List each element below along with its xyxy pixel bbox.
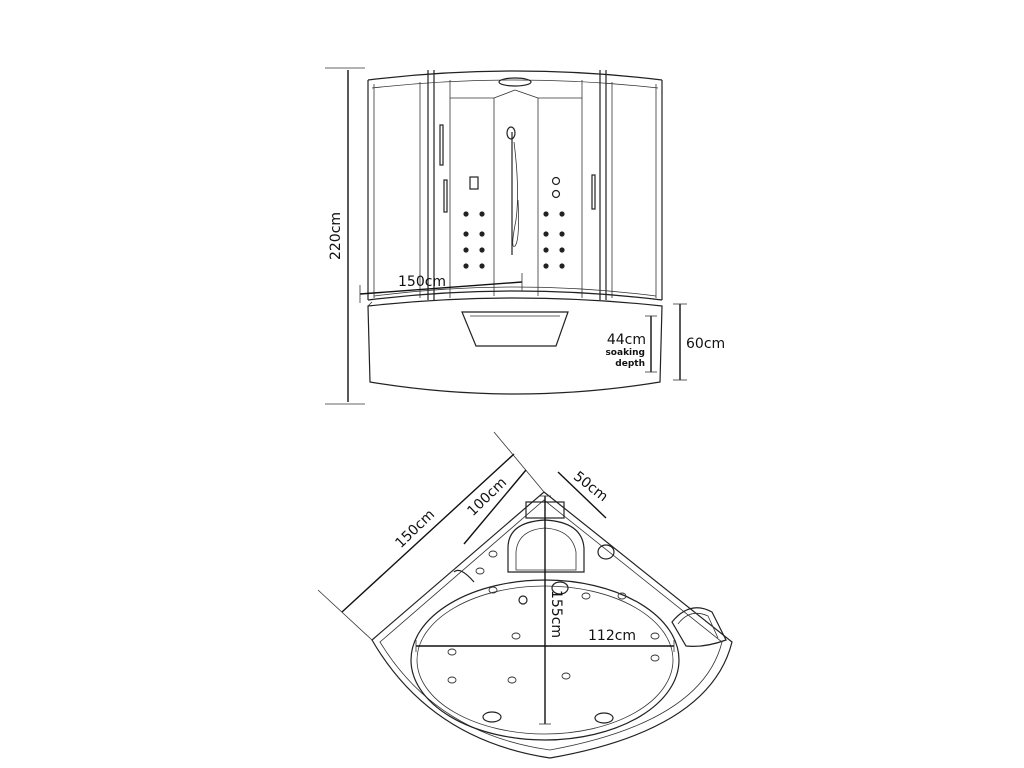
- dim-155-label: 155cm: [548, 590, 564, 638]
- tap-icon: [551, 176, 561, 186]
- water-jet-icon: [561, 672, 571, 680]
- rain-shower-head: [498, 77, 532, 87]
- body-jet-icon: [479, 231, 485, 237]
- apron-panel: [461, 311, 569, 347]
- soaking-label: soaking: [605, 348, 645, 358]
- water-jet-icon: [447, 648, 457, 656]
- body-jet-icon: [559, 211, 565, 217]
- handle-left-upper: [439, 124, 444, 166]
- control-panel: [469, 176, 479, 190]
- shower-hose: [512, 141, 519, 247]
- plan-jets: [447, 550, 660, 684]
- dim-44-label: 44cm: [607, 332, 646, 348]
- body-jet-icon: [559, 231, 565, 237]
- body-jet-icon: [543, 231, 549, 237]
- knob-icon: [597, 544, 615, 560]
- jet-icon: [594, 712, 614, 724]
- water-jet-icon: [650, 654, 660, 662]
- tray-rim: [367, 290, 663, 301]
- handle-left-lower: [443, 179, 448, 213]
- water-jet-icon: [488, 550, 498, 558]
- dim-line-50: [557, 471, 607, 519]
- body-jet-icon: [463, 247, 469, 253]
- water-jet-icon: [447, 676, 457, 684]
- body-jet-icon: [543, 247, 549, 253]
- dim-line-150-plan: [341, 453, 515, 613]
- tap-icon: [551, 189, 561, 199]
- bath-apron: [367, 297, 663, 395]
- water-jet-icon: [650, 632, 660, 640]
- dim-150-front-label: 150cm: [398, 274, 446, 290]
- body-jet-icon: [559, 263, 565, 269]
- front-dimensions: 220cm 150cm 60cm 44cm soaking depth: [325, 67, 725, 405]
- dim-60-label: 60cm: [686, 336, 725, 352]
- handle-right: [591, 174, 596, 210]
- dim-220-label: 220cm: [328, 212, 344, 260]
- body-jet-icon: [559, 247, 565, 253]
- water-jet-icon: [488, 586, 498, 594]
- water-jet-icon: [511, 632, 521, 640]
- headrest: [671, 607, 727, 647]
- knob-icon: [551, 581, 569, 595]
- body-jet-icon: [463, 231, 469, 237]
- body-jet-icon: [543, 263, 549, 269]
- hand-shower-icon: [506, 126, 516, 140]
- plan-dimensions: 150cm 100cm 50cm 155cm 112cm: [317, 431, 675, 725]
- jet-icon: [482, 711, 502, 723]
- canopy-top: [367, 70, 663, 81]
- body-jet-icon: [479, 247, 485, 253]
- water-jet-icon: [581, 592, 591, 600]
- canopy-inner: [371, 79, 659, 89]
- water-jet-icon: [617, 592, 627, 600]
- water-jet-icon: [507, 676, 517, 684]
- dim-112-label: 112cm: [588, 628, 636, 644]
- dim-50-label: 50cm: [570, 468, 611, 505]
- dim-line-150-front: [359, 281, 523, 295]
- water-jet-icon: [475, 567, 485, 575]
- depth-label: depth: [615, 359, 645, 369]
- grab-handle: [453, 569, 475, 583]
- drain-icon: [518, 595, 528, 605]
- body-jet-icon: [463, 263, 469, 269]
- body-jet-icon: [479, 211, 485, 217]
- tub-outline: [371, 491, 733, 759]
- dim-line-100: [463, 469, 527, 545]
- front-view: [367, 70, 663, 395]
- body-jet-icon: [543, 211, 549, 217]
- body-jet-icon: [479, 263, 485, 269]
- body-jets: [463, 211, 565, 269]
- body-jet-icon: [463, 211, 469, 217]
